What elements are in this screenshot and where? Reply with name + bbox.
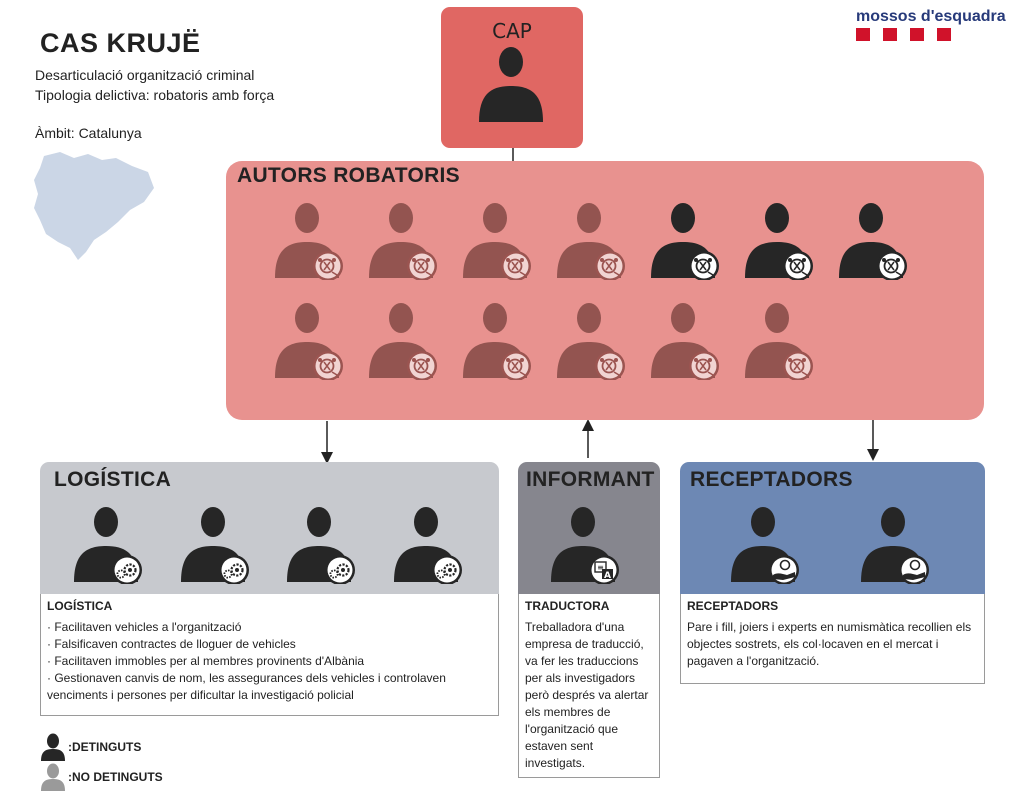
page-title: CAS KRUJË — [40, 28, 201, 58]
mossos-logo-text: mossos d'esquadra — [856, 8, 1006, 25]
receptadors-title: RECEPTADORS — [690, 468, 853, 491]
receptadors-desc-title: RECEPTADORS — [687, 599, 779, 613]
receptador-person-icon — [727, 504, 799, 584]
autor-person-icon — [459, 300, 531, 380]
autor-person-icon — [271, 200, 343, 280]
autor-person-icon — [365, 300, 437, 380]
subtitle-scope: Àmbit: Catalunya — [35, 125, 142, 141]
logistica-title: LOGÍSTICA — [54, 468, 172, 491]
informant-desc-text: Treballadora d'una empresa de traducció,… — [525, 620, 649, 770]
informant-description: TRADUCTORA Treballadora d'una empresa de… — [518, 594, 660, 778]
autors-robatoris-title: AUTORS ROBATORIS — [237, 164, 460, 187]
cap-title: CAP — [492, 19, 532, 43]
autor-person-icon — [647, 300, 719, 380]
logistica-desc-text: · Facilitaven vehicles a l'organització … — [47, 620, 446, 702]
catalonia-map — [34, 152, 154, 260]
mossos-logo-squares — [856, 28, 951, 41]
autor-person-icon — [647, 200, 719, 280]
informant-person-icon: ≡A — [547, 504, 619, 584]
cap-box: CAP — [441, 7, 583, 148]
informant-desc-title: TRADUCTORA — [525, 599, 610, 613]
svg-text:≡: ≡ — [597, 563, 604, 572]
informant-title: INFORMANT — [526, 468, 655, 491]
autor-person-icon — [741, 300, 813, 380]
receptador-person-icon — [857, 504, 929, 584]
receptadors-box: RECEPTADORS — [680, 462, 985, 594]
logistica-person-icon — [283, 504, 355, 584]
subtitle-crime-type: Tipologia delictiva: robatoris amb força — [35, 87, 275, 103]
receptadors-desc-text: Pare i fill, joiers i experts en numismà… — [687, 620, 972, 668]
logistica-person-icon — [70, 504, 142, 584]
legend-no-detingut-person-icon — [41, 763, 65, 791]
autor-person-icon — [271, 300, 343, 380]
autor-person-icon — [553, 200, 625, 280]
autor-person-icon — [741, 200, 813, 280]
legend-detingut-person-icon — [41, 733, 65, 761]
logistica-desc-title: LOGÍSTICA — [47, 599, 113, 613]
logistica-person-icon — [390, 504, 462, 584]
autor-person-icon — [553, 300, 625, 380]
legend-no-detinguts-label: :NO DETINGUTS — [68, 770, 163, 784]
logistica-description: LOGÍSTICA · Facilitaven vehicles a l'org… — [40, 594, 499, 716]
receptadors-description: RECEPTADORS Pare i fill, joiers i expert… — [680, 594, 985, 684]
legend-detinguts-label: :DETINGUTS — [68, 740, 142, 754]
svg-text:A: A — [604, 571, 611, 581]
autor-person-icon — [459, 200, 531, 280]
autor-person-icon — [365, 200, 437, 280]
logistica-person-icon — [177, 504, 249, 584]
legend-detinguts: :DETINGUTS — [40, 733, 141, 761]
legend-no-detinguts: :NO DETINGUTS — [40, 763, 163, 791]
cap-person-icon — [475, 44, 547, 124]
autor-person-icon — [835, 200, 907, 280]
subtitle-case-type: Desarticulació organització criminal — [35, 67, 255, 83]
